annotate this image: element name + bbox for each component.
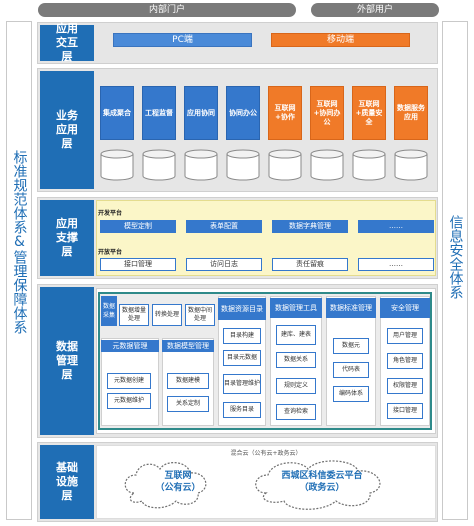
data-layer-label-text: 数据管理层 [56, 340, 78, 381]
model-btn-1: 数据建模 [167, 373, 209, 389]
left-standards-title: 标准规范体系&管理保障体系 [8, 150, 30, 334]
catalog-btn-4: 服务目录 [223, 402, 261, 418]
model-header: 数据模型管理 [162, 340, 214, 352]
collect-btn-3: 数据中间处理 [185, 304, 215, 326]
tools-header: 数据管理工具 [270, 298, 322, 318]
pc-client-bar: PC端 [113, 33, 252, 47]
collect-btn-1: 数据增量处理 [119, 304, 149, 326]
left-title-text: 标准规范体系&管理保障体系 [11, 150, 28, 334]
dev-platform-title: 开发平台 [98, 210, 123, 217]
meta-btn-1: 元数据创建 [107, 373, 151, 389]
collect-btn-2: 转换处理 [152, 304, 182, 326]
sec-btn-4: 接口管理 [387, 403, 423, 419]
std-btn-3: 编码体系 [333, 386, 369, 402]
dev-platform-item-1: 模型定制 [100, 220, 176, 233]
left-standards-box [6, 21, 32, 520]
std-header: 数据标准管理 [326, 298, 376, 318]
meta-btn-2: 元数据维护 [107, 393, 151, 409]
public-cloud-line2: （公有云） [155, 483, 201, 493]
database-icon [100, 149, 134, 181]
tools-btn-3: 规则定义 [276, 378, 316, 394]
database-icon [394, 149, 428, 181]
catalog-btn-2: 目录元数据 [223, 350, 261, 366]
std-btn-1: 数据元 [333, 338, 369, 354]
internal-portal-header: 内部门户 [38, 3, 296, 17]
database-icon [310, 149, 344, 181]
business-layer-label-text: 业务应用层 [56, 109, 78, 150]
infra-layer-label-text: 基础设施层 [56, 461, 78, 502]
dev-platform-item-3: 数据字典管理 [272, 220, 348, 233]
dev-platform-item-4: …… [358, 220, 434, 233]
mobile-client-bar: 移动端 [271, 33, 410, 47]
app-layer-label-text: 应用交互层 [56, 22, 78, 63]
database-icon [142, 149, 176, 181]
gov-cloud-line1: 西城区科信委云平台 [281, 471, 363, 481]
collect-header: 数据采集 [101, 296, 117, 326]
catalog-btn-3: 目录管理维护 [223, 374, 261, 394]
model-btn-2: 关系定制 [167, 396, 209, 412]
business-item-1: 集成聚合 [100, 86, 134, 140]
sec-btn-2: 角色管理 [387, 353, 423, 369]
hybrid-cloud-label: 混合云（公有云+政务云） [230, 450, 302, 457]
data-layer-label: 数据管理层 [40, 287, 94, 435]
cloud-shapes [124, 460, 381, 510]
meta-header: 元数据管理 [101, 340, 159, 352]
sec-btn-3: 权限管理 [387, 378, 423, 394]
business-item-2: 工程监督 [142, 86, 176, 140]
catalog-btn-1: 目录构建 [223, 328, 261, 344]
open-platform-item-2: 访问日志 [186, 258, 262, 271]
gov-cloud-icon [255, 460, 381, 510]
infra-layer-label: 基础设施层 [40, 445, 94, 519]
business-item-7: 互联网+质量安全 [352, 86, 386, 140]
business-item-6: 互联网+协同办公 [310, 86, 344, 140]
business-item-4: 协同办公 [226, 86, 260, 140]
database-icon [226, 149, 260, 181]
business-item-8: 数据服务应用 [394, 86, 428, 140]
right-security-title: 信息安全体系 [444, 215, 466, 299]
tools-btn-4: 查询检索 [276, 404, 316, 420]
public-cloud-line1: 互联网 [164, 471, 192, 481]
std-btn-2: 代码表 [333, 362, 369, 378]
sec-btn-1: 用户管理 [387, 328, 423, 344]
support-layer-label: 应用支撑层 [40, 200, 94, 276]
catalog-header: 数据资源目录 [218, 298, 266, 320]
open-platform-item-1: 接口管理 [100, 258, 176, 271]
database-icon [352, 149, 386, 181]
right-security-box [442, 21, 468, 520]
support-layer-label-text: 应用支撑层 [56, 217, 78, 258]
sec-header: 安全管理 [380, 298, 430, 318]
business-item-3: 应用协同 [184, 86, 218, 140]
gov-cloud-line2: （政务云） [299, 483, 345, 493]
database-icon [184, 149, 218, 181]
open-platform-title: 开放平台 [98, 249, 123, 256]
right-title-text: 信息安全体系 [447, 215, 464, 299]
external-users-header: 外部用户 [311, 3, 439, 17]
public-cloud-label: 互联网 （公有云） [130, 470, 226, 494]
gov-cloud-label: 西城区科信委云平台 （政务云） [252, 470, 392, 494]
dev-platform-item-2: 表单配置 [186, 220, 262, 233]
database-icon [268, 149, 302, 181]
open-platform-item-4: …… [358, 258, 434, 271]
business-layer-label: 业务应用层 [40, 71, 94, 189]
public-cloud-icon [124, 462, 207, 509]
tools-btn-2: 数据关系 [276, 352, 316, 368]
open-platform-item-3: 责任留痕 [272, 258, 348, 271]
business-item-5: 互联网+协作 [268, 86, 302, 140]
tools-btn-1: 建库、建表 [276, 325, 316, 345]
app-layer-label: 应用交互层 [40, 22, 94, 63]
